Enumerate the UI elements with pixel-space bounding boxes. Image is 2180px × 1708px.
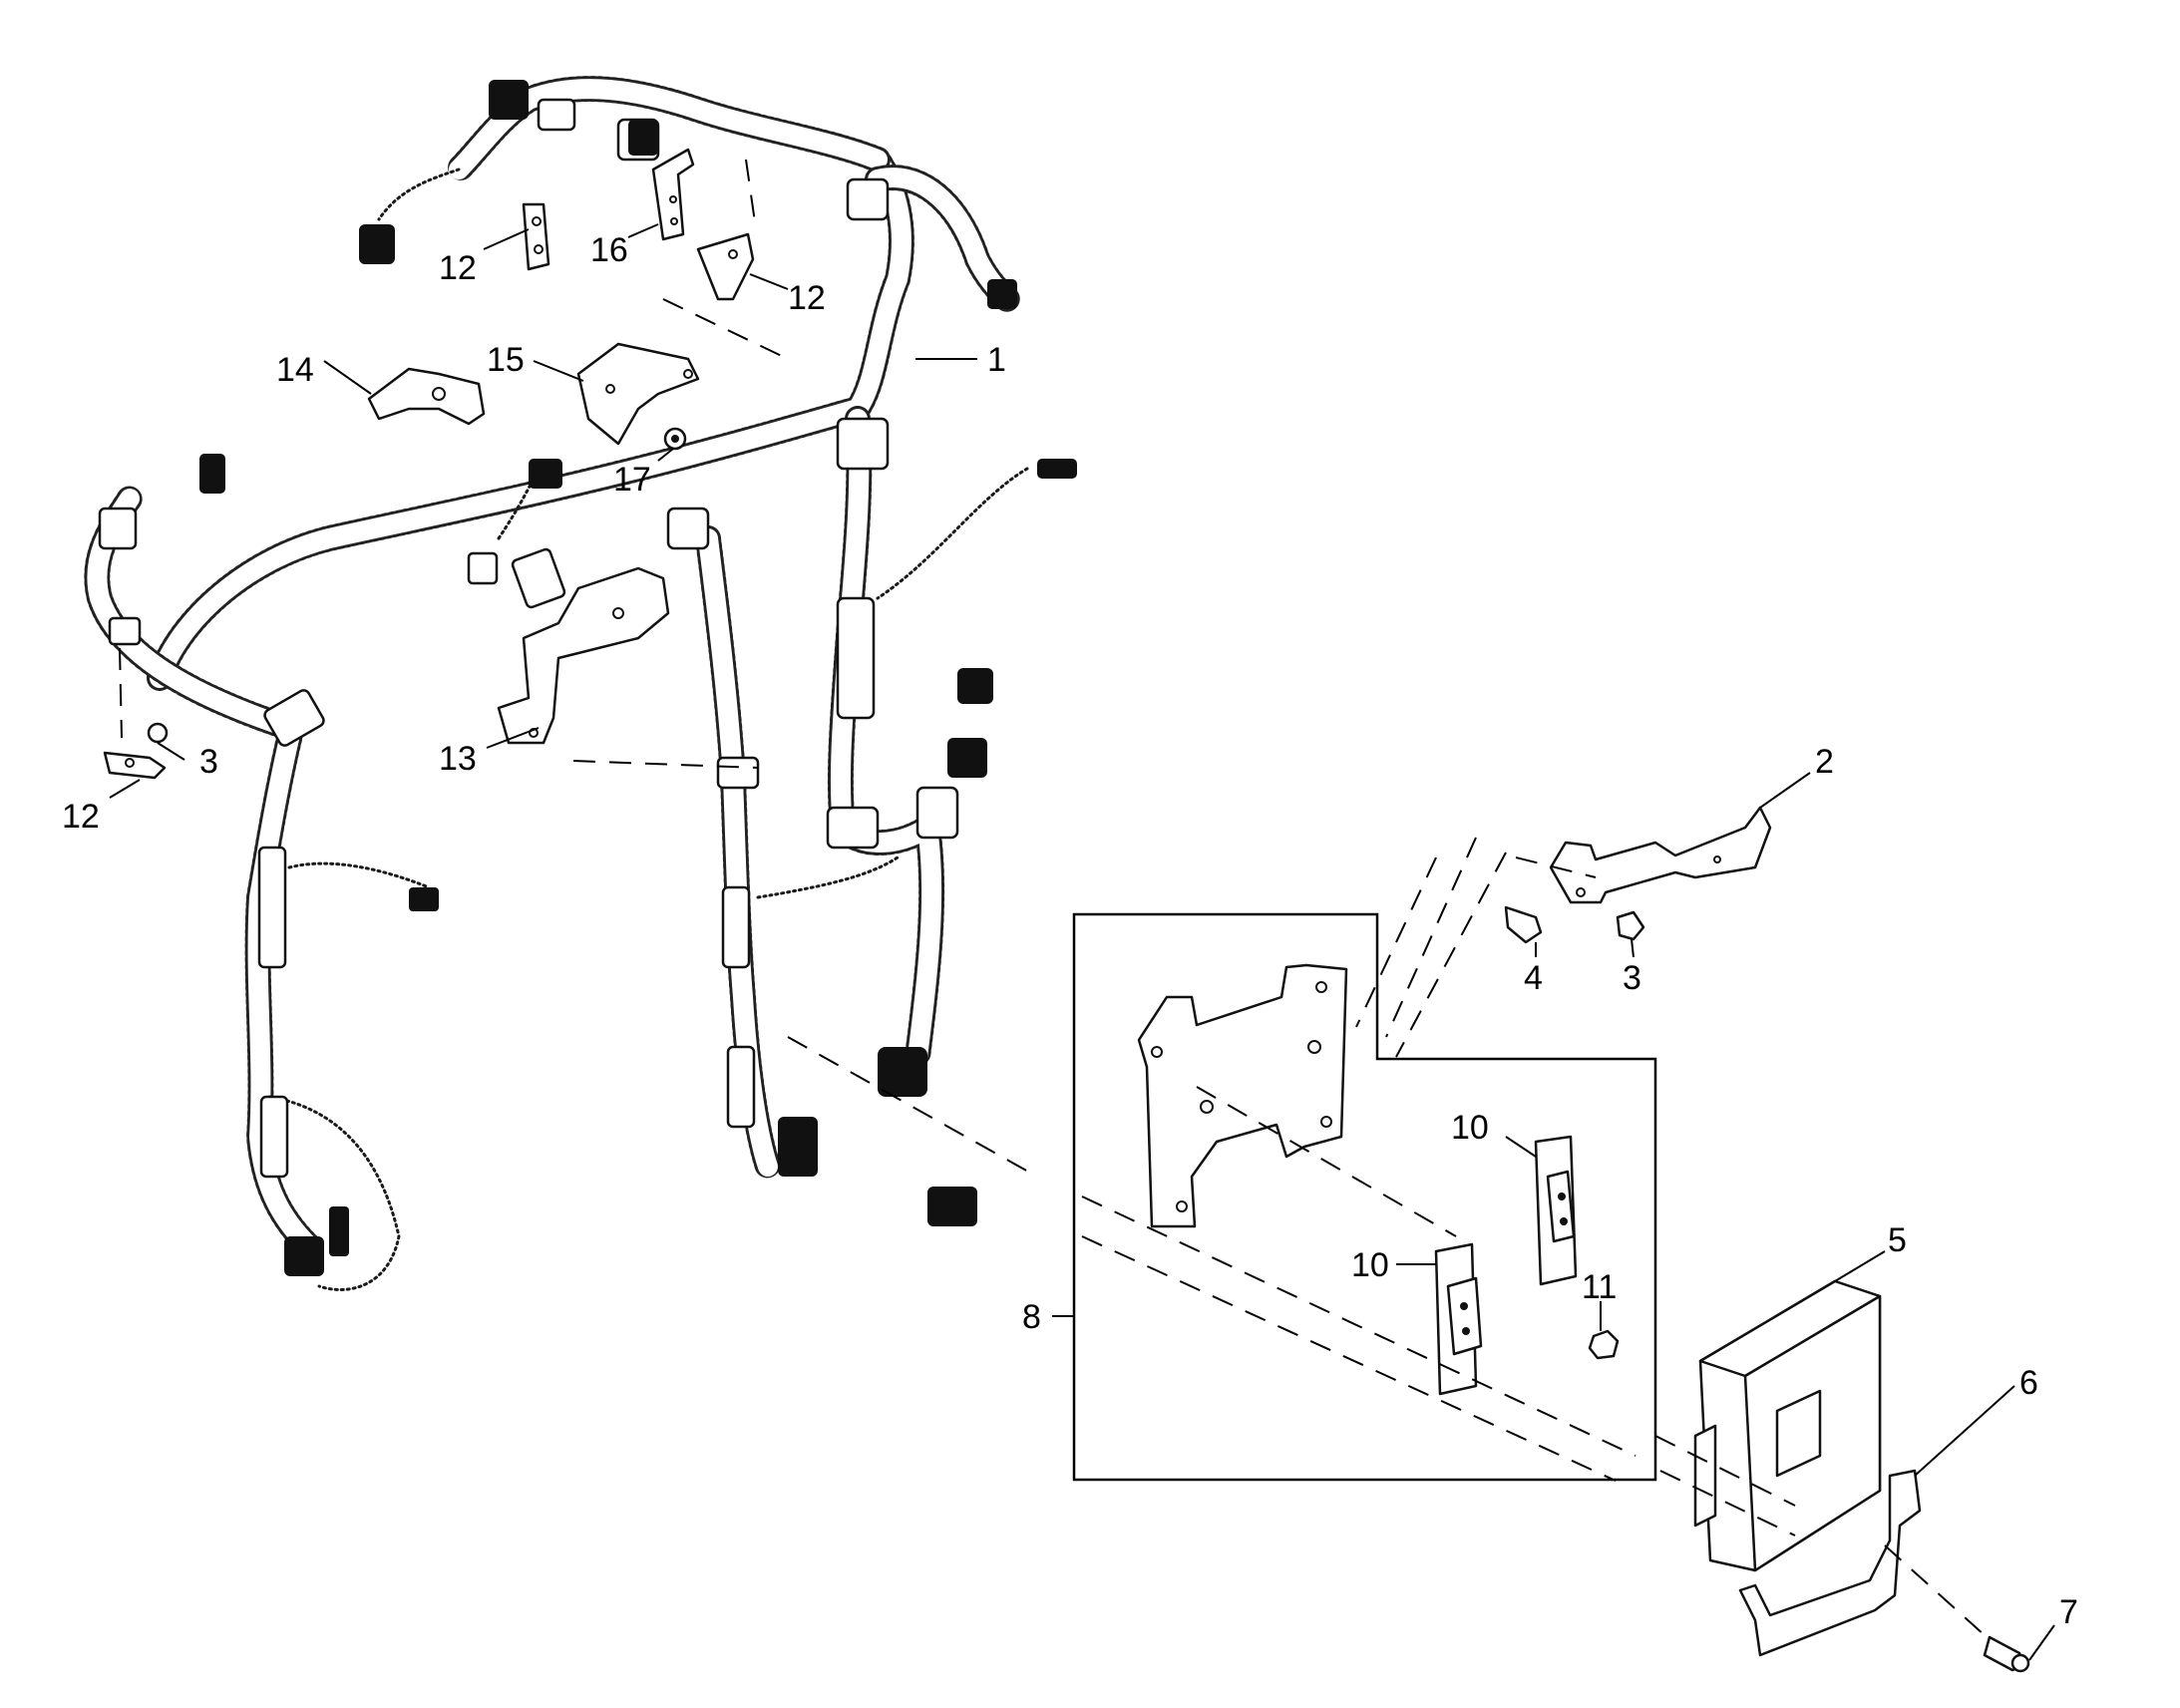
connector-10-lower xyxy=(1434,1242,1483,1396)
mounting-plate xyxy=(1137,963,1348,1228)
alignment-lines xyxy=(119,159,1986,1636)
callout-12-top: 12 xyxy=(439,249,477,287)
callout-8: 8 xyxy=(1022,1298,1041,1336)
callout-4: 4 xyxy=(1524,959,1543,997)
callout-16: 16 xyxy=(590,231,628,269)
bolt-17 xyxy=(663,427,687,451)
callout-11: 11 xyxy=(1582,1268,1617,1306)
inset-frame-8 xyxy=(1072,912,1657,1482)
callout-7: 7 xyxy=(2059,1593,2078,1631)
callout-2: 2 xyxy=(1815,743,1834,781)
callout-10-upper: 10 xyxy=(1451,1109,1489,1147)
bracket-13 xyxy=(497,566,670,745)
bracket-6 xyxy=(1738,1469,1922,1657)
callout-5: 5 xyxy=(1888,1221,1907,1259)
bolt-4 xyxy=(1504,905,1543,944)
bracket-15 xyxy=(576,342,700,446)
callout-14: 14 xyxy=(276,351,314,389)
callout-17: 17 xyxy=(613,461,651,499)
bolt-3-left xyxy=(147,722,169,744)
bolt-7 xyxy=(1983,1635,2030,1673)
bracket-16 xyxy=(651,148,695,241)
bolt-3-right xyxy=(1616,910,1645,941)
callout-3-left: 3 xyxy=(199,743,218,781)
callout-15: 15 xyxy=(487,341,525,379)
bracket-2 xyxy=(1549,806,1772,904)
ecu-module-5 xyxy=(1693,1279,1882,1572)
connector-10-upper xyxy=(1534,1135,1578,1286)
wiring-harness xyxy=(84,76,1077,1291)
callout-6: 6 xyxy=(2019,1364,2038,1402)
callout-10-lower: 10 xyxy=(1351,1246,1389,1284)
callout-13: 13 xyxy=(439,740,477,778)
callout-12-left: 12 xyxy=(62,798,100,836)
bracket-12-left xyxy=(103,751,167,780)
nut-11 xyxy=(1588,1329,1620,1360)
callout-12-right: 12 xyxy=(788,279,826,317)
bracket-12-right xyxy=(696,232,755,301)
callout-1: 1 xyxy=(987,341,1006,379)
callouts: 1 2 3 3 4 5 6 7 8 10 10 11 12 xyxy=(62,223,2078,1661)
bracket-12-top xyxy=(522,202,550,271)
bracket-14 xyxy=(367,367,486,426)
callout-3-right: 3 xyxy=(1623,959,1641,997)
